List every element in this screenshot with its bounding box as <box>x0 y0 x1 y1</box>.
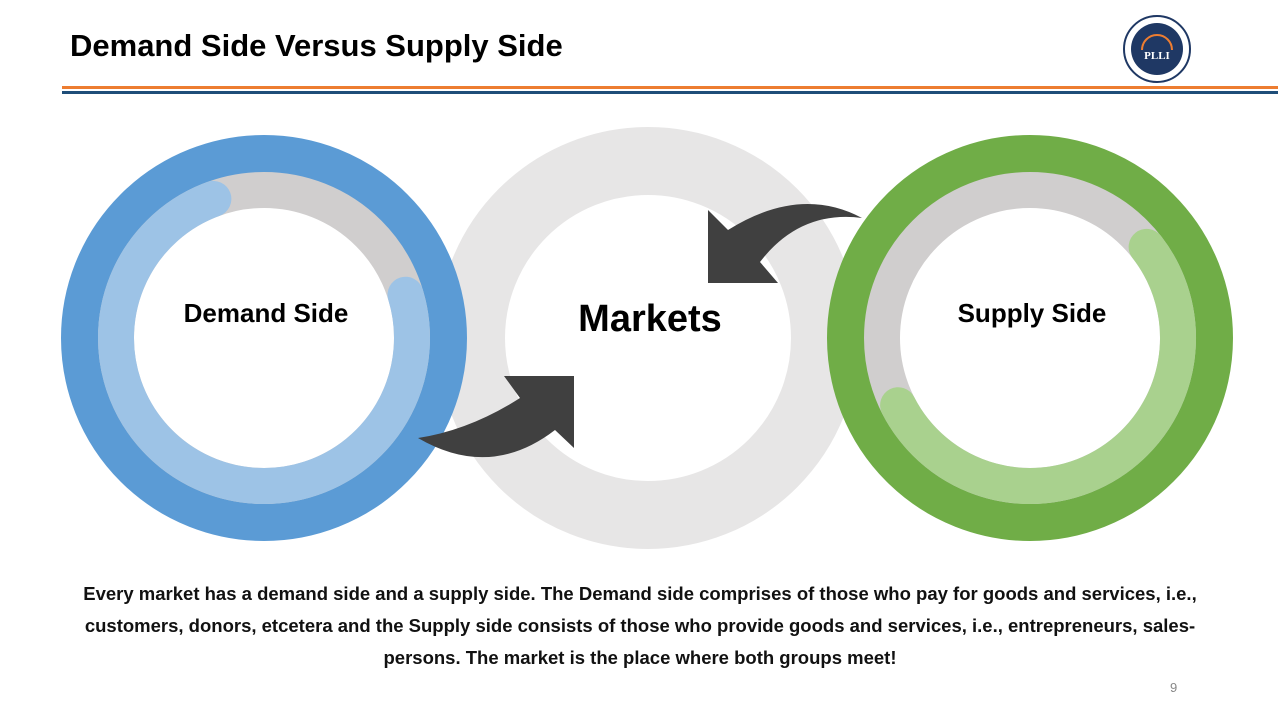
arrow-supply-to-market-icon <box>708 204 862 283</box>
body-text: Every market has a demand side and a sup… <box>83 583 1197 668</box>
page-number: 9 <box>1170 680 1178 695</box>
supply-side-label: Supply Side <box>957 298 1107 328</box>
svg-text:PLLI: PLLI <box>1144 50 1170 62</box>
markets-ring <box>437 127 859 549</box>
arrow-demand-to-market-icon <box>418 376 574 458</box>
markets-label: Markets <box>578 298 722 340</box>
divider-navy <box>62 91 1278 94</box>
plli-logo: PLLI <box>1123 15 1191 83</box>
slide-title: Demand Side Versus Supply Side <box>70 28 563 63</box>
divider-orange <box>62 86 1278 89</box>
demand-ring <box>61 135 467 541</box>
demand-side-label: Demand Side <box>183 298 349 328</box>
supply-ring <box>827 135 1233 541</box>
